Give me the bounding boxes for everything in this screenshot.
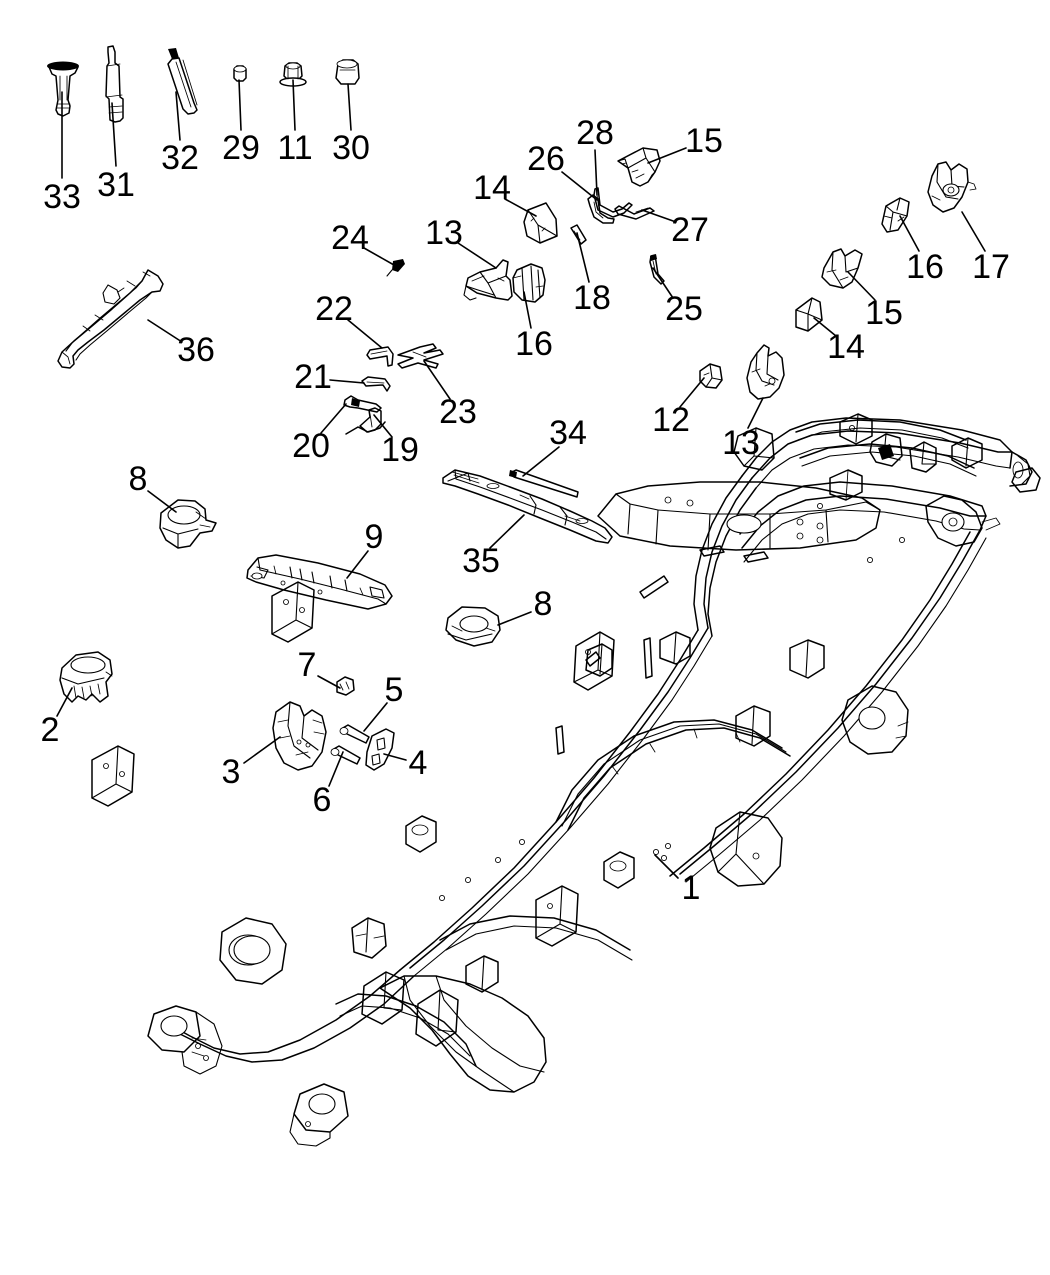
part-7-nut-clip <box>336 676 355 696</box>
part-29-nut <box>233 65 247 82</box>
callout-number-14[interactable]: 14 <box>827 328 865 366</box>
part-1-frame-assembly <box>91 413 1041 1147</box>
body-mount-tower-c <box>91 745 135 807</box>
callout-number-16[interactable]: 16 <box>906 248 944 286</box>
part-3-front-mount-bracket <box>272 701 327 771</box>
part-8-spring-seat-lower <box>445 606 501 647</box>
callout-number-27[interactable]: 27 <box>671 211 709 249</box>
part-21-small-rod <box>361 376 391 392</box>
part-4-shim-plate <box>365 728 395 771</box>
callout-number-36[interactable]: 36 <box>177 331 215 369</box>
callout-number-20[interactable]: 20 <box>292 427 330 465</box>
part-24-clip-screw <box>386 259 405 277</box>
part-12-angle-bracket <box>699 363 723 389</box>
part-27-bent-wire <box>614 205 655 220</box>
callout-number-22[interactable]: 22 <box>315 290 353 328</box>
callout-number-30[interactable]: 30 <box>332 129 370 167</box>
part-16-support-right <box>881 197 910 233</box>
callout-number-15[interactable]: 15 <box>865 294 903 332</box>
callout-number-17[interactable]: 17 <box>972 248 1010 286</box>
callout-number-33[interactable]: 33 <box>43 178 81 216</box>
part-34-long-bolt-rod <box>509 469 579 498</box>
part-14-gusset-right <box>795 297 823 332</box>
part-20-pin-clip <box>343 395 382 413</box>
part-15-body-mount-left <box>617 147 661 187</box>
callout-number-4[interactable]: 4 <box>408 744 428 782</box>
body-mount-tower-a <box>573 631 615 691</box>
part-9-crossmember-plate <box>246 554 393 610</box>
callout-number-16[interactable]: 16 <box>515 325 553 363</box>
callout-number-35[interactable]: 35 <box>462 542 500 580</box>
part-13-bracket-left <box>463 259 513 301</box>
part-33-push-pin <box>47 61 79 117</box>
callout-number-18[interactable]: 18 <box>573 279 611 317</box>
part-30-cap-nut <box>335 59 360 85</box>
callout-number-28[interactable]: 28 <box>576 114 614 152</box>
callout-number-6[interactable]: 6 <box>312 781 332 819</box>
callout-number-2[interactable]: 2 <box>40 711 60 749</box>
callout-number-23[interactable]: 23 <box>439 393 477 431</box>
part-2-bumper-bracket <box>59 651 113 703</box>
callout-number-13[interactable]: 13 <box>722 424 760 462</box>
part-35-crossmember <box>442 469 613 544</box>
callout-number-29[interactable]: 29 <box>222 129 260 167</box>
callout-number-32[interactable]: 32 <box>161 139 199 177</box>
part-22-rod-link <box>366 346 394 367</box>
callout-number-13[interactable]: 13 <box>425 214 463 252</box>
part-13-bracket-right <box>746 344 785 400</box>
part-15-body-mount-right <box>821 248 863 289</box>
part-8-spring-seat-upper <box>159 499 217 549</box>
callout-number-3[interactable]: 3 <box>221 753 241 791</box>
callout-number-26[interactable]: 26 <box>527 140 565 178</box>
body-mount-tower-d <box>535 885 579 947</box>
callout-number-7[interactable]: 7 <box>297 646 317 684</box>
callout-number-19[interactable]: 19 <box>381 431 419 469</box>
callout-number-1[interactable]: 1 <box>681 869 701 907</box>
part-36-front-frame-rail <box>57 269 164 369</box>
callout-number-5[interactable]: 5 <box>384 671 404 709</box>
part-6-pin-spacer <box>330 745 361 765</box>
callout-number-9[interactable]: 9 <box>364 518 384 556</box>
part-23-cross-rod <box>397 343 444 369</box>
callout-number-11[interactable]: 11 <box>277 129 313 167</box>
part-5-pin-spacer <box>339 724 370 744</box>
part-17-cab-mount <box>927 161 977 213</box>
part-19-bracket-clip <box>345 407 386 435</box>
callout-number-25[interactable]: 25 <box>665 290 703 328</box>
part-16-support-left <box>512 263 546 303</box>
part-18-spacer-pin <box>570 224 587 245</box>
part-31-shock-pin <box>105 45 124 123</box>
part-14-gusset-left <box>523 202 558 244</box>
callout-number-31[interactable]: 31 <box>97 166 135 204</box>
part-32-long-bolt <box>167 48 198 115</box>
part-26-clip-retainer <box>587 194 615 224</box>
callout-number-14[interactable]: 14 <box>473 169 511 207</box>
callout-number-15[interactable]: 15 <box>685 122 723 160</box>
part-11-flange-nut <box>279 62 307 87</box>
callout-number-12[interactable]: 12 <box>652 401 690 439</box>
body-mount-tower-b <box>271 581 315 643</box>
callout-number-24[interactable]: 24 <box>331 219 369 257</box>
callout-number-8[interactable]: 8 <box>128 460 148 498</box>
part-25-bent-bracket <box>649 254 665 285</box>
callout-number-8[interactable]: 8 <box>533 585 553 623</box>
callout-number-21[interactable]: 21 <box>294 358 332 396</box>
callout-number-34[interactable]: 34 <box>549 414 587 452</box>
